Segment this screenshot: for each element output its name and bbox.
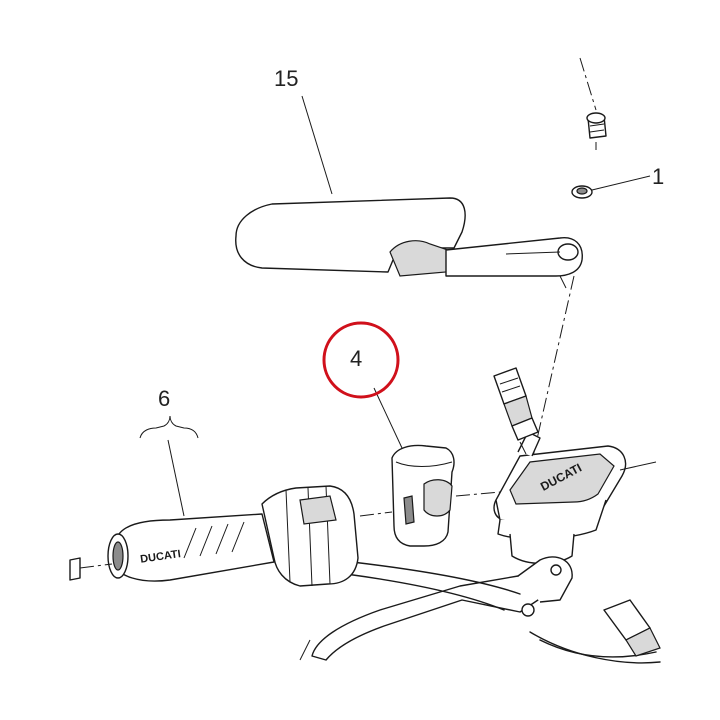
connector-part — [493, 367, 539, 455]
grip-logo: DUCATI — [139, 548, 181, 566]
handlebar-tube — [351, 561, 521, 595]
leader-15 — [301, 95, 333, 195]
bolt-part — [586, 112, 607, 150]
bracket-6 — [139, 415, 199, 439]
callout-6: 6 — [158, 386, 170, 411]
leader-1 — [591, 175, 651, 191]
assembly-axis-top — [579, 57, 597, 111]
callout-4: 4 — [350, 346, 362, 371]
handlebar-tube-lower — [345, 573, 505, 611]
brake-lever — [299, 556, 573, 661]
washer-part — [571, 185, 593, 199]
leader-4 — [373, 387, 403, 449]
assembly-axis — [529, 275, 575, 471]
callout-15: 15 — [274, 66, 298, 91]
mirror-part — [235, 197, 583, 289]
brake-master-cylinder: DUCATI — [493, 431, 657, 565]
electrical-cable — [529, 599, 661, 664]
throttle-grip-part: DUCATI — [69, 485, 501, 587]
callout-1: 1 — [652, 164, 664, 189]
highlight-circle — [322, 321, 400, 399]
switch-housing-part — [391, 444, 455, 547]
leader-6 — [167, 439, 185, 517]
